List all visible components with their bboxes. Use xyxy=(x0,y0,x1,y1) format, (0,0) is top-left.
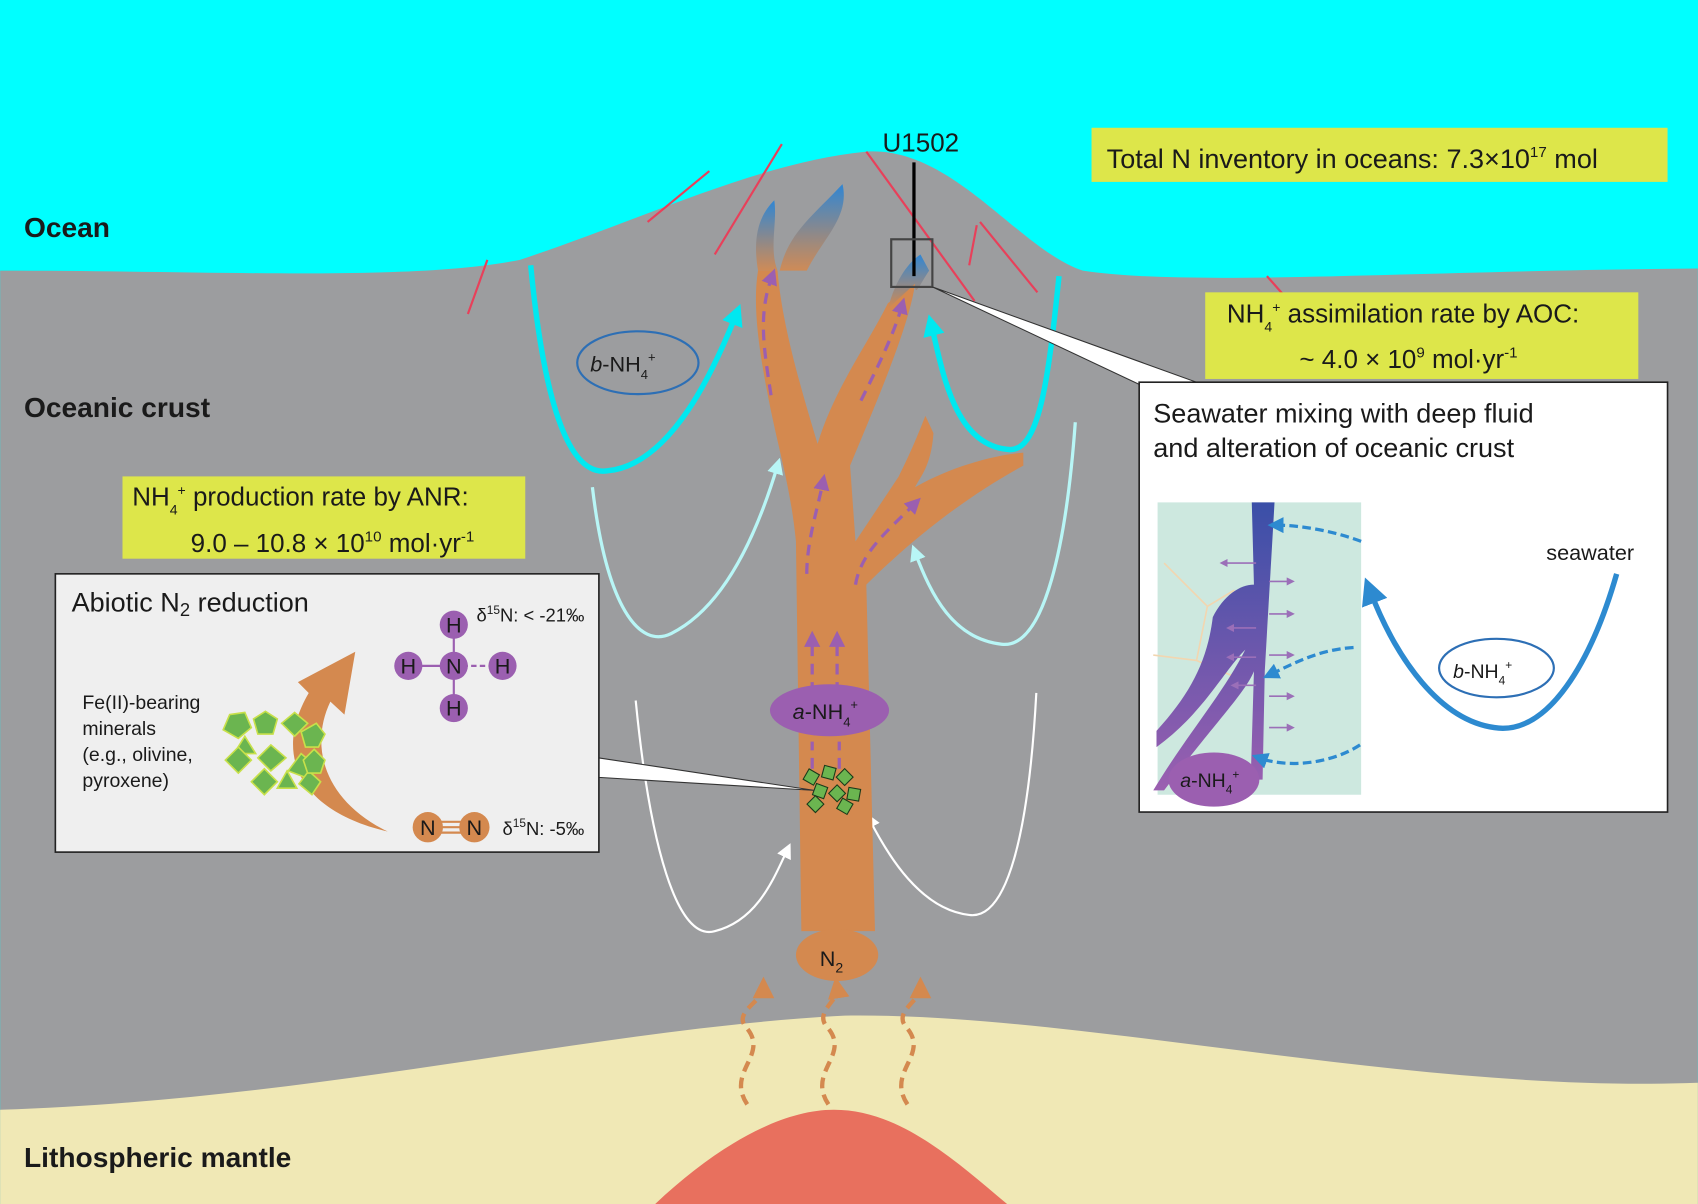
fault-lines xyxy=(466,143,1284,315)
melt-dome xyxy=(655,1109,1008,1204)
nh4-isotope-value: δ15N: < -21‰ xyxy=(477,603,585,626)
n2-label: N2 xyxy=(820,946,844,975)
abiotic-reduction-inset: Abiotic N2 reduction Fe(II)-bearing mine… xyxy=(54,573,600,853)
mixing-title-line-1: Seawater mixing with deep fluid xyxy=(1153,398,1533,428)
ammonium-molecule: H H N H H xyxy=(394,610,517,723)
production-line-1: NH4+ production rate by ANR: xyxy=(132,482,468,518)
atom-n: N xyxy=(467,815,483,840)
inset-a-nh4-blob xyxy=(1168,752,1260,807)
a-nh4-blob xyxy=(769,684,890,737)
n2-source-blob xyxy=(795,928,879,981)
fluid-flow-arrow-left xyxy=(590,457,783,639)
zoom-frame xyxy=(890,238,934,289)
mineral-cluster xyxy=(802,764,862,816)
layer-label-crust: Oceanic crust xyxy=(24,392,211,423)
inventory-callout xyxy=(1091,127,1668,182)
fluid-flow-arrow-right xyxy=(910,422,1077,646)
atom-n: N xyxy=(446,653,462,678)
mantle-n2-degassing-arrows xyxy=(738,976,932,1106)
mantle-layer xyxy=(0,1015,1698,1204)
n2-isotope-value: δ15N: -5‰ xyxy=(503,816,585,839)
n2-molecule: N N xyxy=(412,812,490,843)
fluid-flow-arrow-lower-right xyxy=(866,692,1038,917)
seawater-recharge-arrow-right xyxy=(923,275,1062,453)
fluid-conduit xyxy=(755,184,1024,932)
atom-h: H xyxy=(495,653,511,678)
abiotic-title: Abiotic N2 reduction xyxy=(72,588,309,620)
mineral-shapes xyxy=(222,710,326,796)
layer-label-mantle: Lithospheric mantle xyxy=(24,1142,291,1173)
seawater-mixing-inset: Seawater mixing with deep fluid and alte… xyxy=(1138,381,1669,813)
inset-a-nh4-label: a-NH4+ xyxy=(1180,767,1239,796)
mixing-title-line-2: and alteration of oceanic crust xyxy=(1153,433,1514,463)
fluid-flow-arrow-lower-left xyxy=(634,700,791,934)
assimilation-line-2: ~ 4.0 × 109 mol·yr-1 xyxy=(1299,344,1517,374)
site-label: U1502 xyxy=(883,128,960,158)
seawater-recharge-arrow-left xyxy=(527,265,743,474)
assimilation-line-1: NH4+ assimilation rate by AOC: xyxy=(1227,299,1579,335)
mineral-description: Fe(II)-bearing minerals (e.g., olivine, … xyxy=(82,692,205,792)
atom-n: N xyxy=(420,815,436,840)
inset-b-nh4-label: b-NH4+ xyxy=(1453,658,1512,687)
seawater-label: seawater xyxy=(1546,540,1634,565)
production-line-2: 9.0 – 10.8 × 1010 mol·yr-1 xyxy=(191,528,475,558)
atom-h: H xyxy=(446,696,462,721)
atom-h: H xyxy=(401,653,417,678)
production-callout xyxy=(122,476,526,559)
inventory-text: Total N inventory in oceans: 7.3×1017 mo… xyxy=(1107,144,1598,174)
fluid-vein xyxy=(1153,502,1275,791)
seawater-arrow xyxy=(1362,573,1620,731)
atom-h: H xyxy=(446,612,462,637)
layer-label-ocean: Ocean xyxy=(24,212,110,243)
assimilation-callout xyxy=(1205,292,1639,379)
inset-b-nh4-ellipse xyxy=(1438,637,1555,699)
a-nh4-label: a-NH4+ xyxy=(793,697,858,729)
b-nh4-label: b-NH4+ xyxy=(590,350,655,382)
b-nh4-ellipse xyxy=(576,330,700,396)
